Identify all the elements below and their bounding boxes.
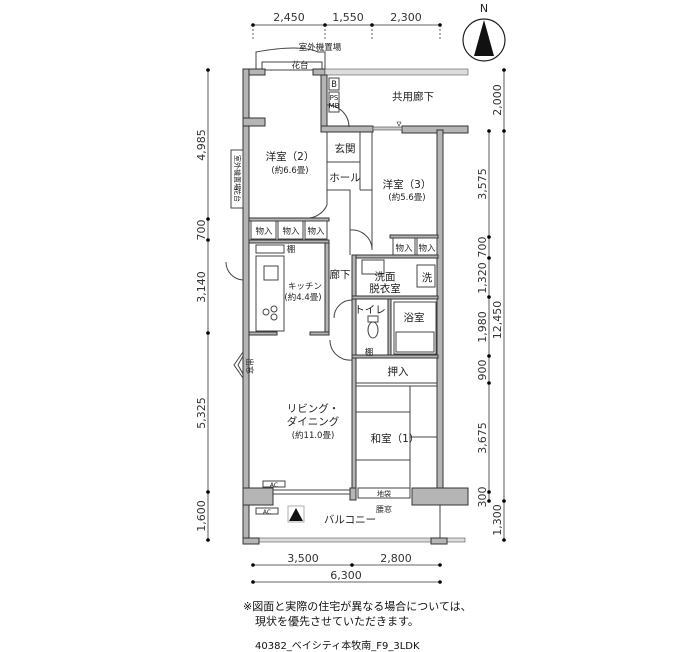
doors [225, 104, 402, 361]
storage-2: 物入 [282, 226, 300, 237]
dim-right-5: 900 [476, 360, 489, 381]
plan-code: 40382_ベイシティ本牧南_F9_3LDK [255, 641, 420, 652]
dim-right-2: 700 [476, 237, 489, 258]
outdoor-unit-area-top: 室外機置場 [299, 42, 342, 53]
room-living-size: (約11.0畳) [292, 430, 335, 441]
bottom-dimensions: 3,500 2,800 6,300 [251, 552, 442, 584]
room-washroom-2: 脱衣室 [369, 282, 401, 295]
dim-left-3: 3,140 [195, 271, 208, 303]
common-corridor: 共用廊下 [392, 90, 434, 103]
room-kitchen-size: (約4.4畳) [284, 292, 321, 303]
dim-top-2: 1,550 [332, 11, 364, 24]
disclaimer-line-2: 現状を優先させていただきます。 [255, 615, 419, 628]
flower-stand-top: 花台 [291, 60, 308, 71]
north-compass-icon: N [462, 2, 506, 62]
toilet-shelf: 棚 [365, 347, 374, 358]
room-labels: 洋室（2） (約6.6畳) 玄関 ホール 洋室（3） (約5.6畳) 共用廊下 … [233, 42, 436, 526]
dim-right-outer-2: 12,450 [491, 301, 504, 340]
top-dimensions: 2,450 1,550 2,300 [251, 11, 442, 40]
ac-unit-2: AC [263, 509, 271, 516]
room-western2-size: (約6.6畳) [271, 165, 308, 176]
room-washroom-1: 洗面 [375, 271, 396, 283]
dim-right-6: 3,675 [476, 422, 489, 454]
disclaimer-line-1: ※図面と実際の住宅が異なる場合については、 [243, 600, 472, 613]
dim-top-1: 2,450 [273, 11, 305, 24]
dim-left-2: 700 [195, 220, 208, 241]
storage-1: 物入 [255, 226, 273, 237]
ac-unit-1: AC [270, 482, 278, 489]
room-balcony: バルコニー [324, 514, 376, 526]
room-entrance: 玄関 [335, 142, 356, 155]
left-dimensions: 4,985 700 3,140 5,325 1,600 [195, 68, 210, 542]
label-mb: MB [329, 102, 340, 110]
outdoor-unit-area-side: 室外機置場 [233, 155, 242, 190]
room-western3-name: 洋室（3） [383, 178, 432, 191]
dim-left-1: 4,985 [195, 129, 208, 161]
entry-marker-icon [287, 505, 305, 523]
room-living-1: リビング・ [287, 402, 340, 415]
dim-right-4: 1,980 [476, 311, 489, 343]
dim-left-4: 5,325 [195, 397, 208, 429]
right-dimensions: 3,575 700 1,320 1,980 900 3,675 300 2,00… [476, 68, 506, 542]
room-kitchen-name: キッチン [288, 282, 322, 292]
room-western2-name: 洋室（2） [266, 150, 315, 163]
dim-top-3: 2,300 [390, 11, 422, 24]
washer-space: 洗 [422, 272, 433, 284]
compass-label: N [480, 2, 488, 15]
room-closet: 押入 [388, 365, 409, 378]
dim-bottom-total: 6,300 [330, 569, 362, 582]
room-bath: 浴室 [404, 311, 425, 324]
room-toilet: トイレ [354, 304, 386, 316]
flower-stand-side: 花台 [233, 188, 242, 202]
dim-right-3: 1,320 [476, 262, 489, 294]
storage-4: 物入 [395, 243, 413, 254]
label-b: B [331, 80, 337, 90]
kitchen-shelf: 棚 [287, 244, 296, 255]
jibukuro: 地袋 [377, 489, 391, 498]
storage-3: 物入 [307, 226, 325, 237]
dim-bottom-1: 3,500 [287, 552, 319, 565]
label-ps: PS [330, 94, 339, 102]
dim-bottom-2: 2,800 [380, 552, 412, 565]
dim-right-1: 3,575 [476, 168, 489, 200]
room-living-2: ダイニング [287, 415, 340, 428]
room-western3-size: (約5.6畳) [388, 192, 425, 203]
walls [230, 47, 469, 545]
room-japanese1: 和室（1） [371, 432, 420, 445]
room-hall: ホール [329, 172, 361, 184]
dim-right-outer-1: 2,000 [491, 84, 504, 116]
room-corridor: 廊下 [330, 268, 351, 281]
waist-window: 腰窓 [376, 504, 392, 514]
dim-right-outer-3: 1,300 [491, 504, 504, 536]
dim-right-7: 300 [476, 487, 489, 508]
bay-window: 出窓 [245, 358, 255, 374]
storage-5: 物入 [418, 243, 436, 254]
dim-left-5: 1,600 [195, 500, 208, 532]
